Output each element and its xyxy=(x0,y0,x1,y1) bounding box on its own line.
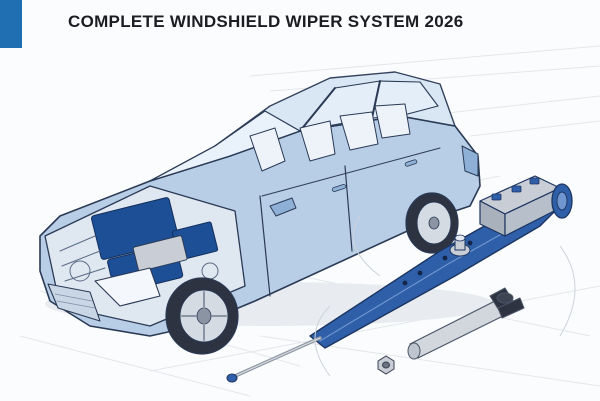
hex-nut-icon xyxy=(377,355,395,375)
rear-wheel xyxy=(405,192,459,254)
illustration xyxy=(19,45,600,397)
wiper-spindle-icon xyxy=(407,287,525,360)
wiper-arm-icon xyxy=(226,336,322,383)
front-wheel xyxy=(165,277,239,355)
cutaway-sedan-icon xyxy=(39,71,495,355)
page-title: COMPLETE WINDSHIELD WIPER SYSTEM 2026 xyxy=(68,12,464,31)
accent-bar xyxy=(0,0,22,48)
wiper-motor-icon xyxy=(309,175,573,349)
motion-arcs xyxy=(314,215,576,377)
